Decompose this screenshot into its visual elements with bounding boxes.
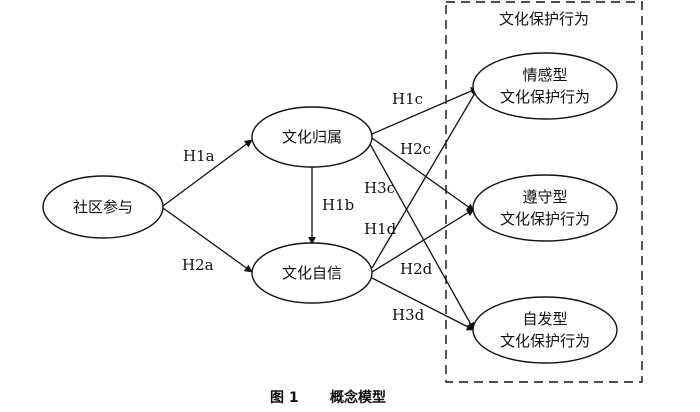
- edge-belonging-emotional: [371, 87, 479, 135]
- label-h1a: H1a: [183, 147, 215, 165]
- label-h3c: H3c: [364, 179, 395, 197]
- node-spontaneous-line1: 自发型: [522, 310, 567, 328]
- edge-confidence-spontaneous: [371, 277, 475, 331]
- node-spontaneous-behavior: 自发型 文化保护行为: [472, 296, 618, 364]
- node-compliant-behavior: 遵守型 文化保护行为: [472, 174, 618, 242]
- node-belonging-label: 文化归属: [282, 128, 342, 146]
- figure-title: 概念模型: [330, 389, 386, 406]
- behavior-group-title: 文化保护行为: [499, 10, 589, 28]
- figure-number: 图 1: [270, 390, 299, 406]
- label-h1c: H1c: [392, 90, 423, 108]
- label-h3d: H3d: [392, 306, 425, 324]
- node-compliant-line2: 文化保护行为: [500, 210, 590, 228]
- node-emotional-behavior: 情感型 文化保护行为: [472, 52, 618, 120]
- edge-community-belonging: [162, 139, 253, 207]
- label-h2d: H2d: [400, 260, 433, 278]
- node-emotional-line1: 情感型: [522, 66, 567, 84]
- label-h1d: H1d: [364, 220, 397, 238]
- node-confidence-label: 文化自信: [282, 264, 342, 282]
- node-emotional-line2: 文化保护行为: [500, 88, 590, 106]
- node-cultural-belonging: 文化归属: [251, 106, 373, 168]
- edge-belonging-compliant: [371, 137, 475, 212]
- edge-confidence-emotional: [371, 87, 479, 269]
- behavior-group-frame: [445, 1, 643, 383]
- label-h2a: H2a: [182, 256, 214, 274]
- node-community-label: 社区参与: [73, 198, 133, 216]
- node-community-participation: 社区参与: [42, 175, 164, 239]
- edge-community-confidence: [162, 207, 253, 273]
- edge-confidence-compliant: [371, 208, 475, 273]
- node-cultural-confidence: 文化自信: [251, 242, 373, 304]
- node-compliant-line1: 遵守型: [522, 188, 567, 206]
- label-h2c: H2c: [400, 140, 431, 158]
- node-spontaneous-line2: 文化保护行为: [500, 332, 590, 350]
- edge-belonging-spontaneous: [369, 143, 475, 331]
- label-h1b: H1b: [322, 196, 354, 214]
